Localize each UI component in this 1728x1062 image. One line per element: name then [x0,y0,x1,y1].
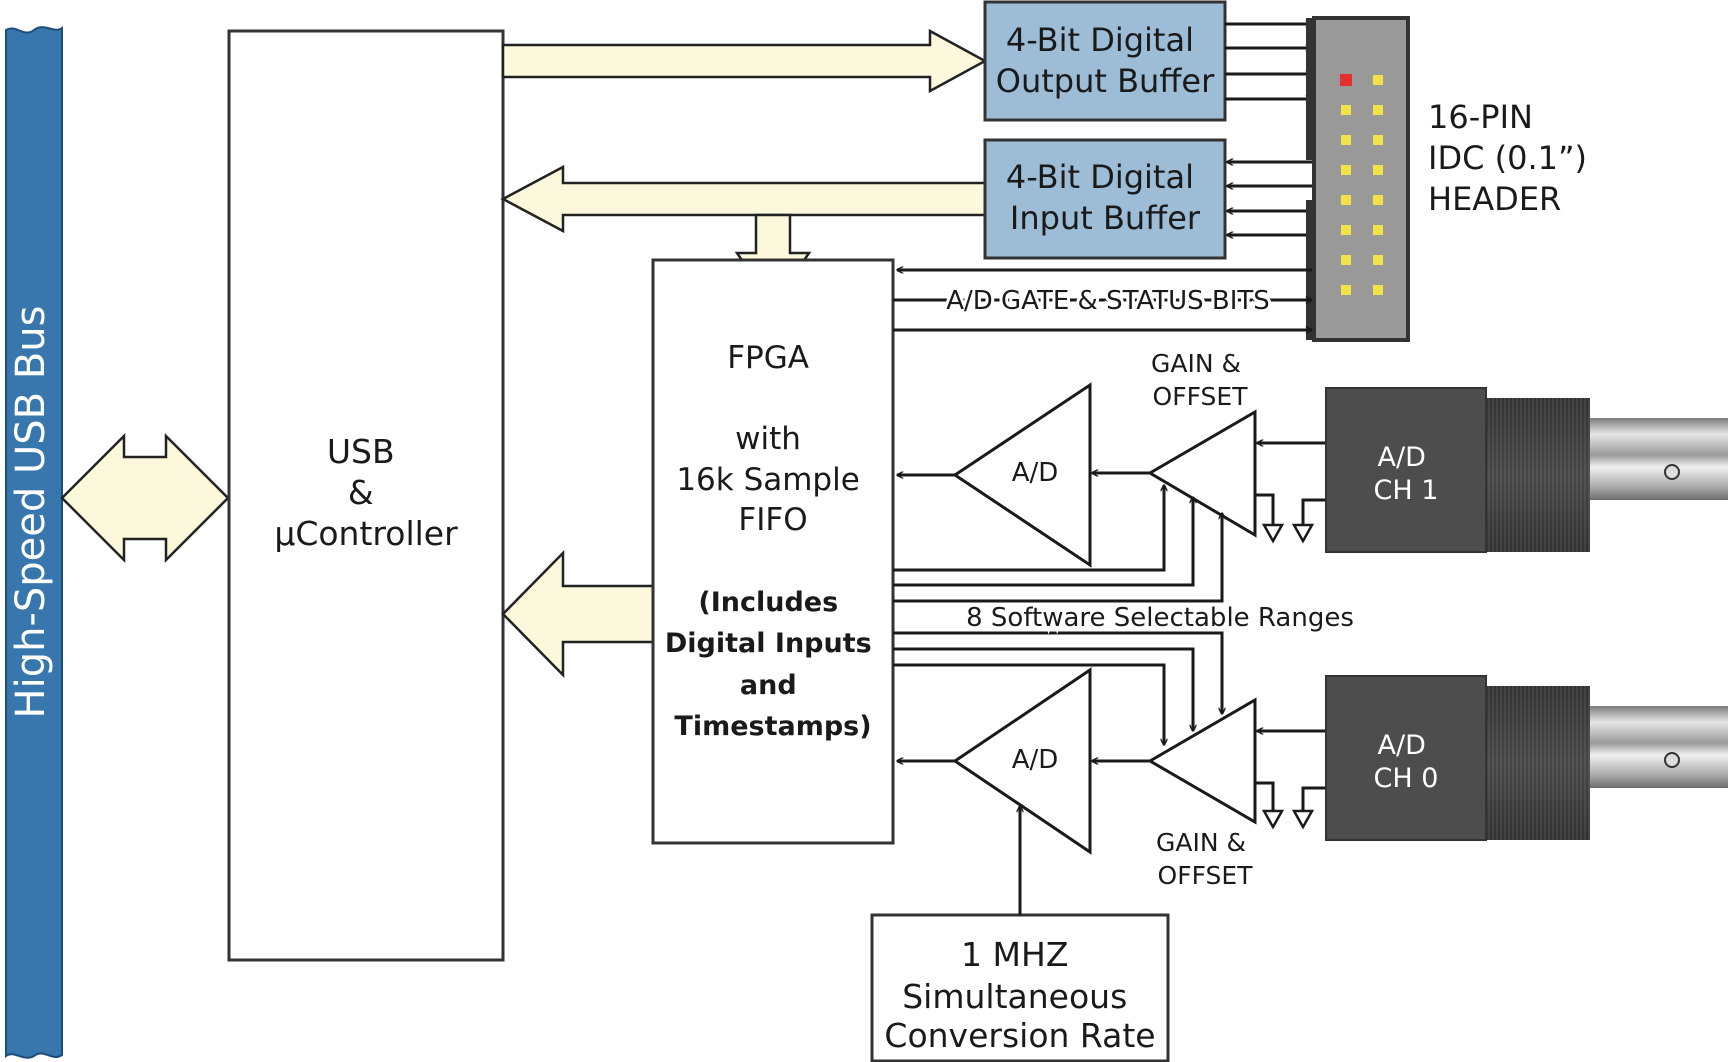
fpga-includes-label: (Includes Digital Inputs and Timestamps) [665,587,881,742]
idc-header-pins [1340,74,1383,295]
gain-offset-bottom-triangle [1147,697,1257,825]
output-buffer-lines [1225,24,1312,99]
usb-controller-label: USB & µController [274,432,458,553]
bus-bidirectional-arrow [60,432,230,564]
gain-offset-bottom-label: GAIN & OFFSET [1156,828,1254,890]
idc-header-connector [1306,16,1410,342]
input-buffer-label: 4-Bit Digital Input Buffer [1006,158,1204,237]
adc-top-triangle [952,382,1092,568]
status-bits-label: A/D GATE & STATUS BITS [946,286,1270,316]
conversion-rate-block [870,913,1170,1062]
digital-output-buffer [983,0,1227,122]
adc-top-label: A/D [1012,458,1059,488]
channel-0-label: A/D CH 0 [1374,730,1439,794]
controller-to-output-arrow [501,28,988,94]
usb-controller-block [227,29,505,962]
conversion-rate-label: 1 MHZ Simultaneous Conversion Rate [884,935,1155,1055]
offset-adjust-arrows-top [1255,493,1326,544]
ranges-label: 8 Software Selectable Ranges [966,603,1354,633]
gain-offset-top-label: GAIN & OFFSET [1151,349,1249,411]
bnc-connector-ch1 [1325,387,1728,553]
input-to-controller-arrow [500,164,987,234]
header-pin-1 [1340,74,1352,86]
fpga-label: FPGA with 16k Sample FIFO [676,340,869,538]
digital-input-buffer [983,138,1227,260]
output-buffer-label: 4-Bit Digital Output Buffer [996,21,1215,100]
channel-1-label: A/D CH 1 [1374,442,1439,506]
fpga-block [651,258,895,845]
status-bit-lines [893,270,1312,330]
usb-bus-bar [5,26,63,1059]
gain-offset-top-triangle [1147,409,1257,538]
range-control-lines-top [893,485,1222,603]
offset-adjust-arrows-bottom [1255,781,1326,830]
fpga-to-controller-arrow [501,549,655,679]
adc-bottom-label: A/D [1012,745,1059,775]
bnc-connector-ch0 [1325,675,1728,841]
usb-bus-label: High-Speed USB Bus [8,306,54,719]
header-label: 16-PIN IDC (0.1”) HEADER [1428,98,1597,218]
range-control-lines-bottom [893,631,1222,745]
input-buffer-lines [1227,162,1312,235]
